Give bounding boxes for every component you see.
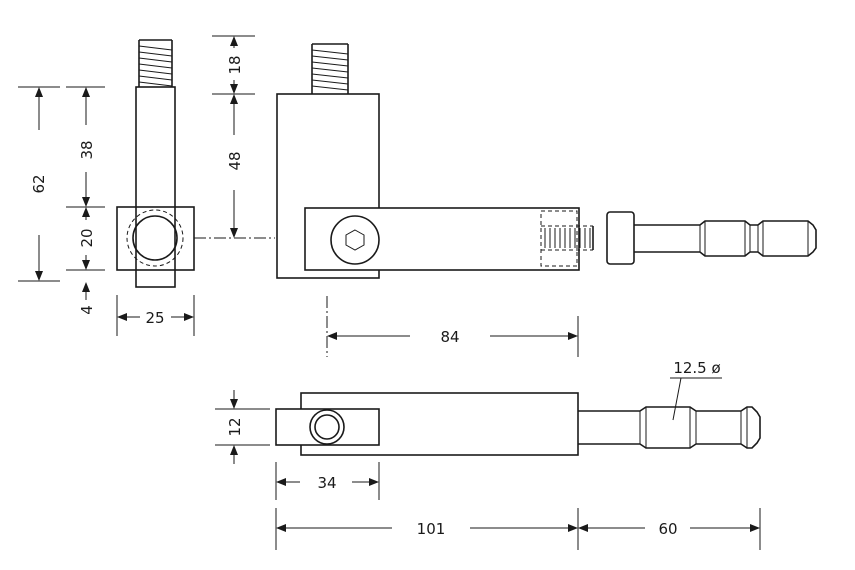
front-view-thread: [311, 43, 349, 94]
dimension-diameter: 12.5 ø: [670, 359, 722, 421]
dimension-18: 18: [212, 35, 255, 95]
side-view-hidden-hole: [126, 209, 184, 267]
dimension-62: 62: [18, 86, 60, 282]
dimension-101: 101: [275, 508, 579, 550]
dimension-60-label: 60: [658, 520, 677, 538]
dimension-48-label: 48: [226, 151, 244, 170]
dimension-25-label: 25: [145, 309, 164, 327]
connector-pin: [606, 211, 817, 265]
dimension-12-label: 12: [226, 417, 244, 436]
dimension-38-label: 38: [78, 140, 96, 159]
dimension-34-label: 34: [317, 474, 336, 492]
dimension-diameter-label: 12.5 ø: [673, 359, 720, 377]
dimension-62-label: 62: [30, 174, 48, 193]
dimension-48: 48: [226, 94, 244, 238]
dimension-4-label: 4: [78, 305, 96, 315]
front-view-arm: [304, 207, 580, 271]
dimension-60: 60: [578, 508, 761, 550]
dimension-20-label: 20: [78, 228, 96, 247]
dimension-84-label: 84: [440, 328, 459, 346]
dimension-38: 38: [66, 86, 105, 208]
dimension-12: 12: [215, 390, 270, 464]
dimension-84: 84: [327, 316, 579, 357]
hidden-threaded-insert: [540, 210, 578, 267]
side-view: [116, 39, 275, 288]
pin-head: [606, 211, 635, 265]
dimension-18-label: 18: [226, 55, 244, 74]
top-view: [275, 392, 761, 456]
front-view-body: [276, 93, 380, 279]
dimension-25: 25: [116, 295, 195, 336]
dimension-101-label: 101: [417, 520, 446, 538]
dimension-34: 34: [275, 462, 380, 500]
dimension-20: 20: [66, 207, 105, 271]
top-view-screw-head: [309, 409, 345, 445]
dimension-4: 4: [78, 282, 96, 315]
front-view: [276, 43, 594, 357]
side-view-thread: [138, 39, 173, 87]
hex-screw-head: [330, 215, 380, 265]
side-view-shaft: [135, 86, 176, 288]
hex-socket-icon: [345, 229, 365, 251]
